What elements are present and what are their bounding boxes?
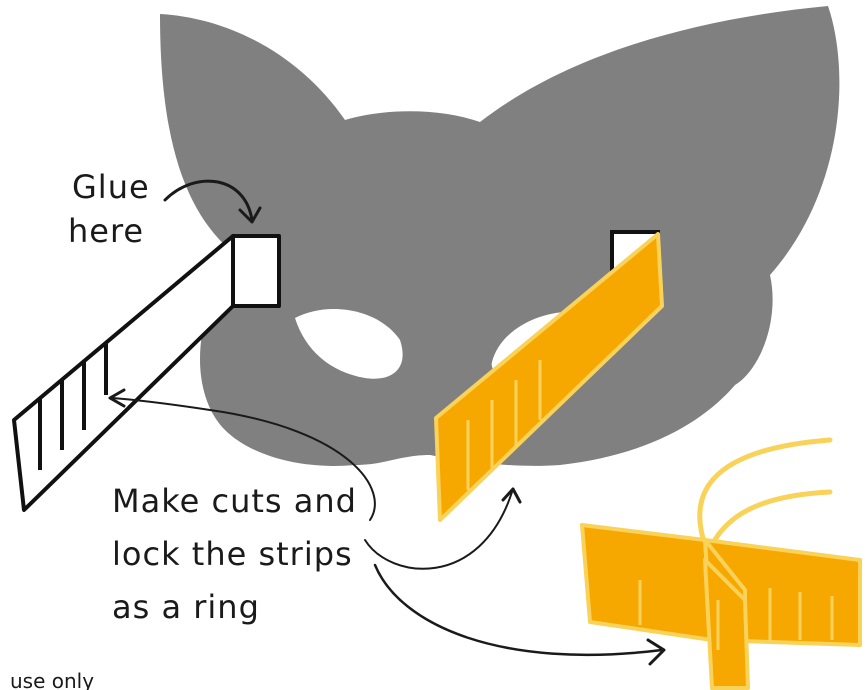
curved-arrow-icon [364, 487, 522, 570]
cuts-label-line3: as a ring [112, 588, 260, 626]
curved-arrow-icon [373, 563, 666, 666]
ring-band-back-2 [709, 489, 833, 548]
left-strip-body [12, 234, 235, 512]
strip-ring [580, 437, 862, 690]
left-eye-hole [295, 309, 403, 379]
left-glue-tab [231, 234, 281, 308]
curved-arrow-icon [163, 179, 262, 224]
footer-note: use only [10, 669, 94, 690]
curved-arrow-icon [108, 388, 376, 521]
cuts-label-line1: Make cuts and [112, 482, 357, 520]
ring-band-left [580, 523, 714, 642]
cuts-label-line2: lock the strips [112, 535, 353, 573]
glue-label-line1: Glue [72, 168, 150, 206]
right-strip [434, 232, 664, 522]
glue-label-line2: here [68, 212, 144, 250]
arrows [108, 179, 666, 666]
ring-band-down [703, 558, 750, 690]
left-strip [12, 234, 281, 512]
ring-band-back-1 [697, 437, 833, 548]
